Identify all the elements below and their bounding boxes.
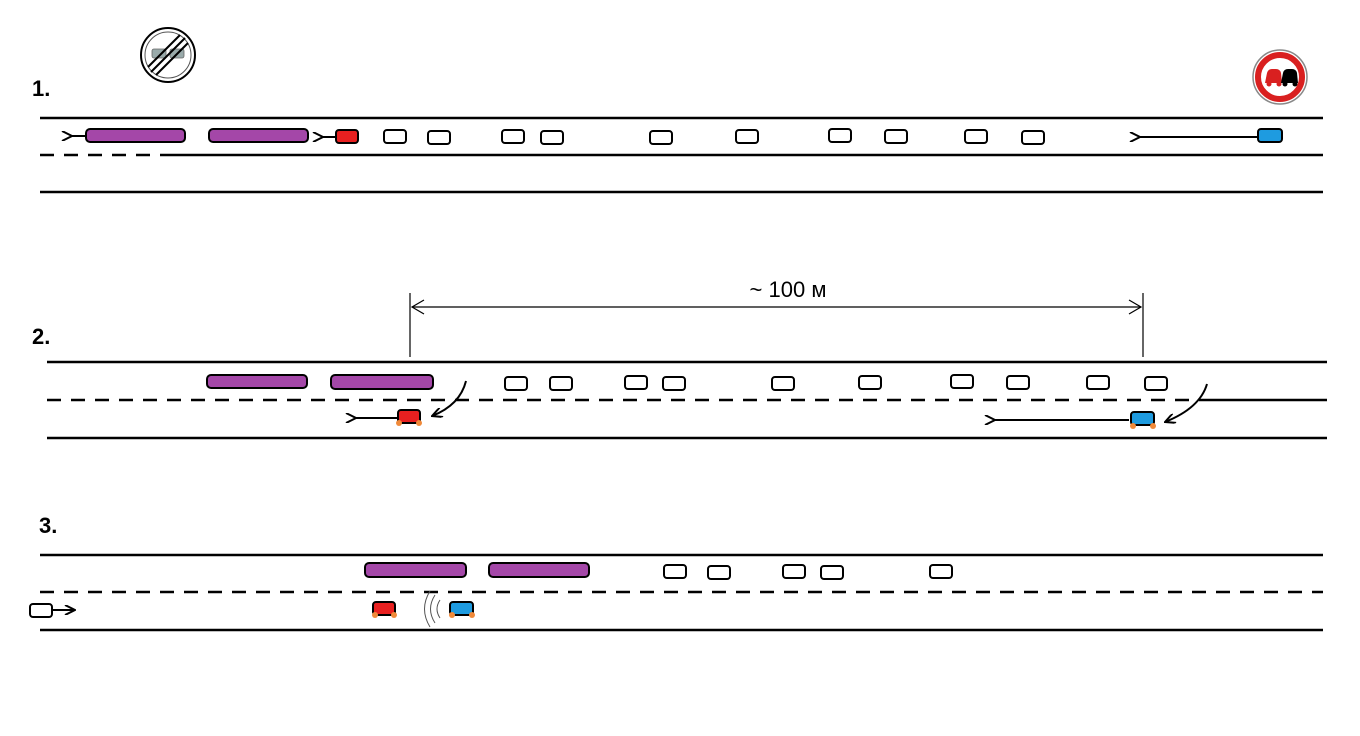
car [383,129,407,144]
truck [208,128,309,143]
car [549,376,573,391]
car [663,564,687,579]
car [964,129,988,144]
car [707,565,731,580]
traffic-queue [663,564,953,580]
truck [364,562,467,578]
no-overtaking-sign-icon [1252,49,1308,105]
car [1021,130,1045,145]
distance-label: ~ 100 м [750,277,827,302]
car [771,376,795,391]
step-label-1: 1. [32,76,50,101]
blue-car [449,601,475,618]
car [501,129,525,144]
car [427,130,451,145]
sound-waves-icon [424,590,441,628]
distance-arrowhead-left [410,299,425,315]
oncoming-car [29,603,53,618]
distance-marker: ~ 100 м [409,277,1144,357]
car [950,374,974,389]
car [662,376,686,391]
end-of-no-overtaking-sign-icon [140,27,196,83]
traffic-queue [504,374,1168,391]
step-label-3: 3. [39,513,57,538]
car [649,130,673,145]
car [884,129,908,144]
blue-car [1130,411,1156,429]
car [624,375,648,390]
blue-car-lane-change-arrow [1165,383,1208,422]
car [735,129,759,144]
scene-2: 2. ~ 100 м [32,277,1327,440]
truck [206,374,308,389]
truck [85,128,186,143]
car [1144,376,1168,391]
red-car [335,129,359,144]
car [828,128,852,143]
car [782,564,806,579]
car [929,564,953,579]
traffic-queue [383,128,1045,145]
scene-3: 3. [29,513,1323,632]
truck [488,562,590,578]
distance-arrowhead-right [1128,299,1143,315]
car [858,375,882,390]
car [504,376,528,391]
red-car [372,601,397,618]
red-car-lane-change-arrow [432,380,467,416]
truck [330,374,434,390]
car [1006,375,1030,390]
car [540,130,564,145]
blue-car [1257,128,1283,143]
car [820,565,844,580]
step-label-2: 2. [32,324,50,349]
scene-1: 1. [32,27,1323,194]
car [1086,375,1110,390]
red-car [396,409,422,426]
